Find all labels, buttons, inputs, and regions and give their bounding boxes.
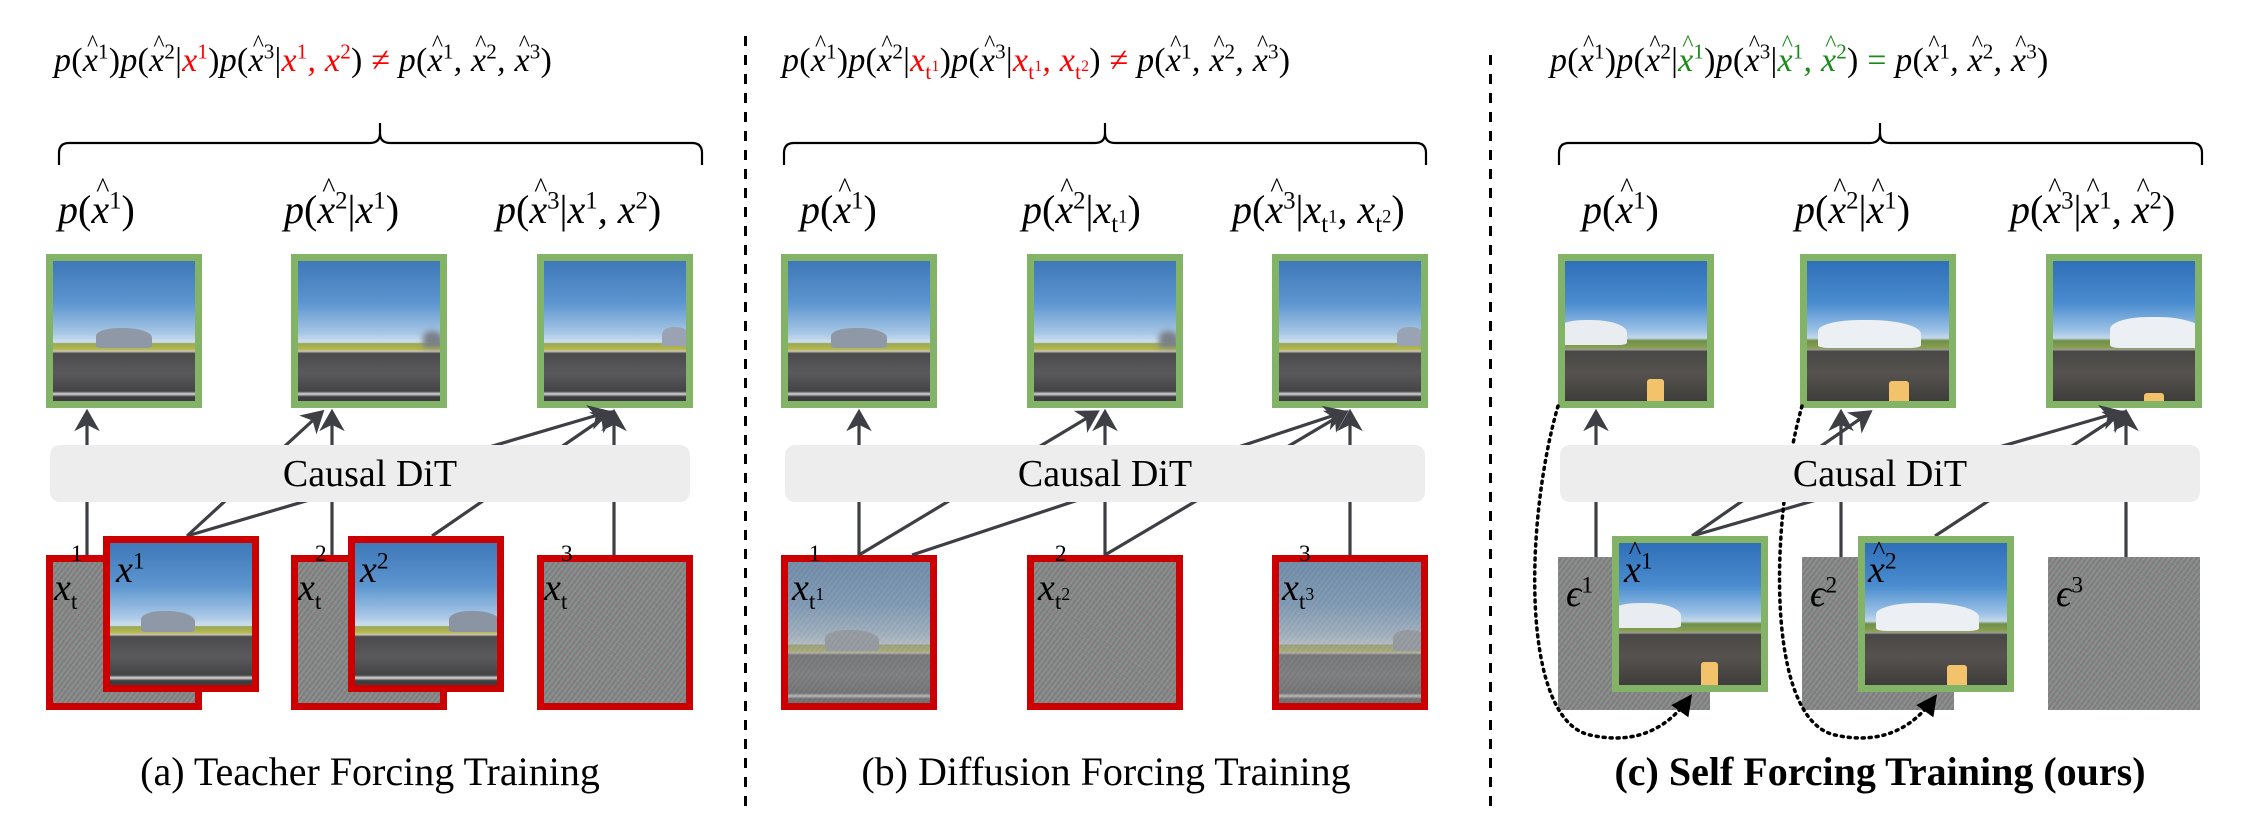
output-label-c-3: p(x3|x1, x2) <box>2010 173 2175 233</box>
output-frame-a-2 <box>291 254 447 408</box>
panel-separator-a-b <box>744 36 747 814</box>
output-label-a-3: p(x3|x1, x2) <box>496 173 661 233</box>
output-label-b-2: p(x2|xt1) <box>1022 173 1141 237</box>
output-label-a-1: p(x1) <box>58 173 135 233</box>
output-frame-c-3 <box>2046 254 2202 408</box>
input-frame-b-1 <box>781 555 937 710</box>
caption-a: (a) Teacher Forcing Training <box>140 749 600 794</box>
input-frame-a-x1 <box>103 536 259 692</box>
output-label-b-3: p(x3|xt1, xt2) <box>1232 173 1405 237</box>
equal-sign: = <box>1867 42 1887 79</box>
input-frame-a-xt3 <box>537 555 693 710</box>
not-equal-sign: ≠ <box>1109 42 1129 79</box>
caption-b: (b) Diffusion Forcing Training <box>861 749 1351 794</box>
output-frame-b-2 <box>1027 254 1183 408</box>
output-frame-c-2 <box>1800 254 1956 408</box>
label-eps1: ϵ1 <box>1566 572 1594 615</box>
output-label-c-2: p(x2|x1) <box>1795 173 1910 233</box>
output-frame-c-1 <box>1558 254 1714 408</box>
output-label-a-2: p(x2|x1) <box>284 173 399 233</box>
label-xhat2: x2 <box>1868 535 1897 592</box>
panel-separator-b-c <box>1489 55 1492 814</box>
input-frame-b-3 <box>1272 555 1428 710</box>
caption-c: (c) Self Forcing Training (ours) <box>1614 749 2146 794</box>
input-frame-b-2 <box>1027 555 1183 710</box>
output-frame-a-3 <box>537 254 693 408</box>
label-x2: x2 <box>360 548 389 591</box>
causal-dit-block-b: Causal DiT <box>785 445 1425 502</box>
brace-icon <box>57 123 2204 165</box>
input-frame-a-x2 <box>348 536 504 692</box>
output-label-b-1: p(x1) <box>800 173 877 233</box>
joint-equation-b: p(x1)p(x2|xt1)p(x3|xt1, xt2) ≠ p(x1, x2,… <box>782 31 1290 102</box>
input-noise-c-eps3 <box>2048 557 2200 710</box>
joint-equation-a: p(x1)p(x2|x1)p(x3|x1, x2) ≠ p(x1, x2, x3… <box>54 31 552 102</box>
not-equal-sign: ≠ <box>371 42 391 79</box>
causal-dit-block-a: Causal DiT <box>50 445 690 502</box>
output-frame-b-1 <box>781 254 937 408</box>
output-label-c-1: p(x1) <box>1582 173 1659 233</box>
label-eps2: ϵ2 <box>1810 572 1838 615</box>
causal-dit-block-c: Causal DiT <box>1560 445 2200 502</box>
output-frame-b-3 <box>1272 254 1428 408</box>
label-x1: x1 <box>116 548 145 591</box>
joint-equation-c: p(x1)p(x2|x1)p(x3|x1, x2) = p(x1, x2, x3… <box>1550 31 2049 102</box>
label-xhat1: x1 <box>1624 535 1653 592</box>
output-frame-a-1 <box>46 254 202 408</box>
label-eps3: ϵ3 <box>2056 572 2084 615</box>
